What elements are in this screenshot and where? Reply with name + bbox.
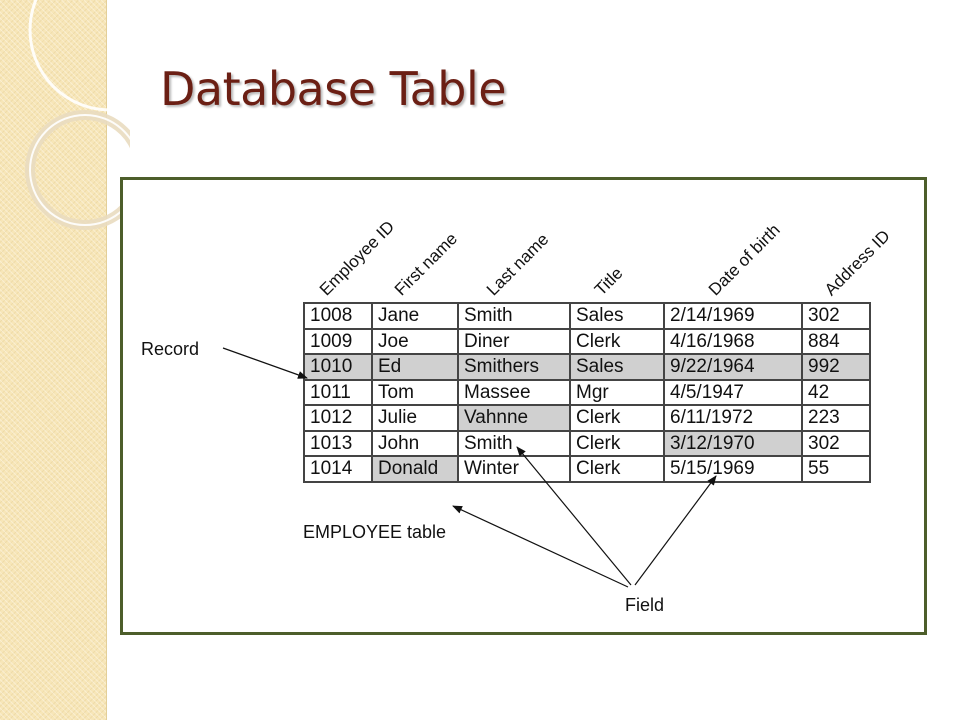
table-cell: Julie	[371, 404, 459, 432]
column-header: Date of birth	[704, 220, 784, 300]
table-cell: 1010	[303, 353, 373, 381]
table-cell: Donald	[371, 455, 459, 483]
decorative-circles	[25, 0, 130, 230]
table-cell: Joe	[371, 327, 459, 355]
table-cell: 1011	[303, 378, 373, 406]
table-cell: 4/16/1968	[663, 327, 803, 355]
diagram-frame: Employee ID First name Last name Title D…	[120, 177, 927, 635]
table-cell: Tom	[371, 378, 459, 406]
table-cell: 1009	[303, 327, 373, 355]
table-cell: 1012	[303, 404, 373, 432]
table-cell: Massee	[457, 378, 571, 406]
column-header: Title	[590, 263, 627, 300]
table-cell: Clerk	[569, 429, 665, 457]
table-cell: Clerk	[569, 404, 665, 432]
field-arrow-date	[634, 475, 717, 586]
table-cell: 223	[801, 404, 871, 432]
table-cell: Smith	[457, 302, 571, 330]
table-cell: 55	[801, 455, 871, 483]
table-cell: Ed	[371, 353, 459, 381]
table-cell: Mgr	[569, 378, 665, 406]
record-arrow	[222, 347, 308, 379]
field-label: Field	[625, 595, 665, 615]
table-cell: 5/15/1969	[663, 455, 803, 483]
slide-title: Database Table	[160, 62, 507, 116]
record-label: Record	[141, 339, 200, 359]
table-cell: Clerk	[569, 327, 665, 355]
table-cell: 302	[801, 302, 871, 330]
column-header: Employee ID	[315, 217, 399, 300]
table-cell: 302	[801, 429, 871, 457]
table-cell: 9/22/1964	[663, 353, 803, 381]
table-cell: 4/5/1947	[663, 378, 803, 406]
table-cell: 2/14/1969	[663, 302, 803, 330]
table-cell: 1014	[303, 455, 373, 483]
table-cell: Smithers	[457, 353, 571, 381]
table-cell: John	[371, 429, 459, 457]
column-header: Last name	[482, 229, 553, 300]
table-cell: Diner	[457, 327, 571, 355]
table-cell: 42	[801, 378, 871, 406]
table-cell: Sales	[569, 353, 665, 381]
column-header: First name	[390, 229, 462, 300]
table-cell: 6/11/1972	[663, 404, 803, 432]
table-cell: Vahnne	[457, 404, 571, 432]
table-cell: 992	[801, 353, 871, 381]
column-header: Address ID	[820, 226, 894, 300]
table-cell: Clerk	[569, 455, 665, 483]
field-arrow-first-name	[452, 505, 629, 588]
table-cell: 1008	[303, 302, 373, 330]
table-cell: Winter	[457, 455, 571, 483]
table-cell: 884	[801, 327, 871, 355]
table-caption: EMPLOYEE table	[303, 522, 447, 542]
table-cell: 3/12/1970	[663, 429, 803, 457]
table-cell: Jane	[371, 302, 459, 330]
table-cell: Smith	[457, 429, 571, 457]
table-cell: 1013	[303, 429, 373, 457]
table-cell: Sales	[569, 302, 665, 330]
